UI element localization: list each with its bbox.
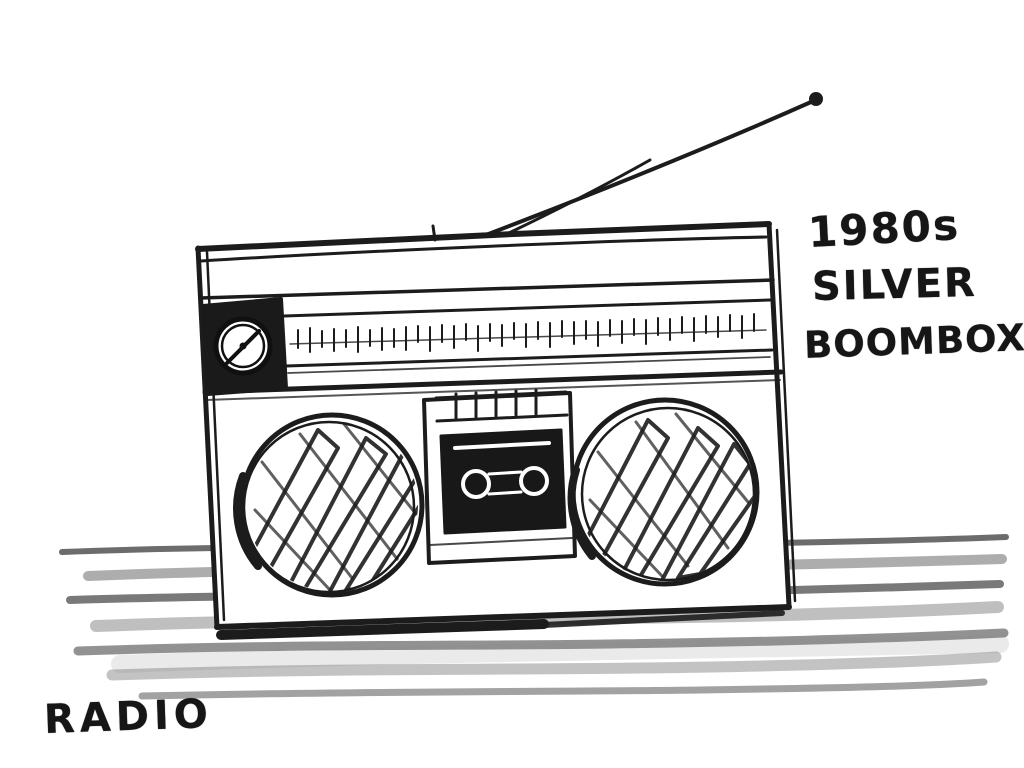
table-stroke (106, 651, 1002, 681)
caption-silver: SILVER (811, 259, 978, 311)
table-stroke (138, 678, 988, 700)
body-right-edge-inner (775, 228, 797, 603)
dial-bottom-line (284, 348, 774, 368)
dial-top-line (282, 298, 772, 318)
speaker-crosshatch (588, 412, 750, 578)
speaker-outline-second (580, 406, 756, 582)
tuning-knob (201, 297, 288, 396)
speaker-shadow-arc (567, 466, 596, 560)
table-smudge (111, 635, 1009, 673)
speaker-outline-second (242, 420, 416, 594)
cassette-reel-left (461, 469, 491, 499)
top-band-line (199, 278, 775, 300)
cassette-reel-right (519, 466, 549, 496)
cast-shadow (541, 610, 785, 628)
cast-shadow (216, 619, 549, 640)
dial-scale-ticks (297, 313, 755, 353)
deck-inner-line (429, 537, 573, 546)
cassette-window-lines (487, 470, 523, 496)
control-buttons-bottom (435, 413, 569, 423)
caption-radio: RADIO (43, 691, 214, 743)
body-top-edge (195, 221, 772, 252)
knob-ring-inner (220, 323, 266, 369)
knob-ring (213, 316, 273, 376)
below-dial-line-second (205, 379, 781, 401)
caption-boombox: BOOMBOX (803, 316, 1024, 367)
speaker-crosshatch (253, 422, 418, 591)
caption-1980s: 1980s (806, 200, 962, 257)
cassette-top-slit (453, 441, 551, 450)
body-face (198, 223, 788, 626)
body-right-edge (766, 221, 792, 609)
body-bottom-edge (214, 604, 792, 630)
dial-bottom-line-second (287, 356, 771, 374)
body-left-edge (195, 245, 220, 630)
cassette-deck (422, 388, 577, 565)
left-speaker (233, 412, 425, 598)
tuner-dial (202, 298, 784, 401)
top-handle-band (199, 235, 768, 263)
knob-center-dot (239, 342, 247, 350)
control-buttons-top (434, 390, 568, 400)
right-speaker (567, 397, 760, 587)
speaker-scribble (582, 418, 753, 580)
below-dial-line (202, 369, 784, 395)
antenna-mount-tick (431, 224, 437, 242)
speaker-shadow-arc (233, 472, 262, 570)
speaker-outline (239, 412, 425, 598)
boombox-body (195, 221, 797, 640)
antenna-tip (809, 92, 823, 106)
table-stroke (73, 628, 1009, 656)
control-buttons-dividers (454, 388, 538, 420)
cassette-tape-body (439, 428, 567, 535)
